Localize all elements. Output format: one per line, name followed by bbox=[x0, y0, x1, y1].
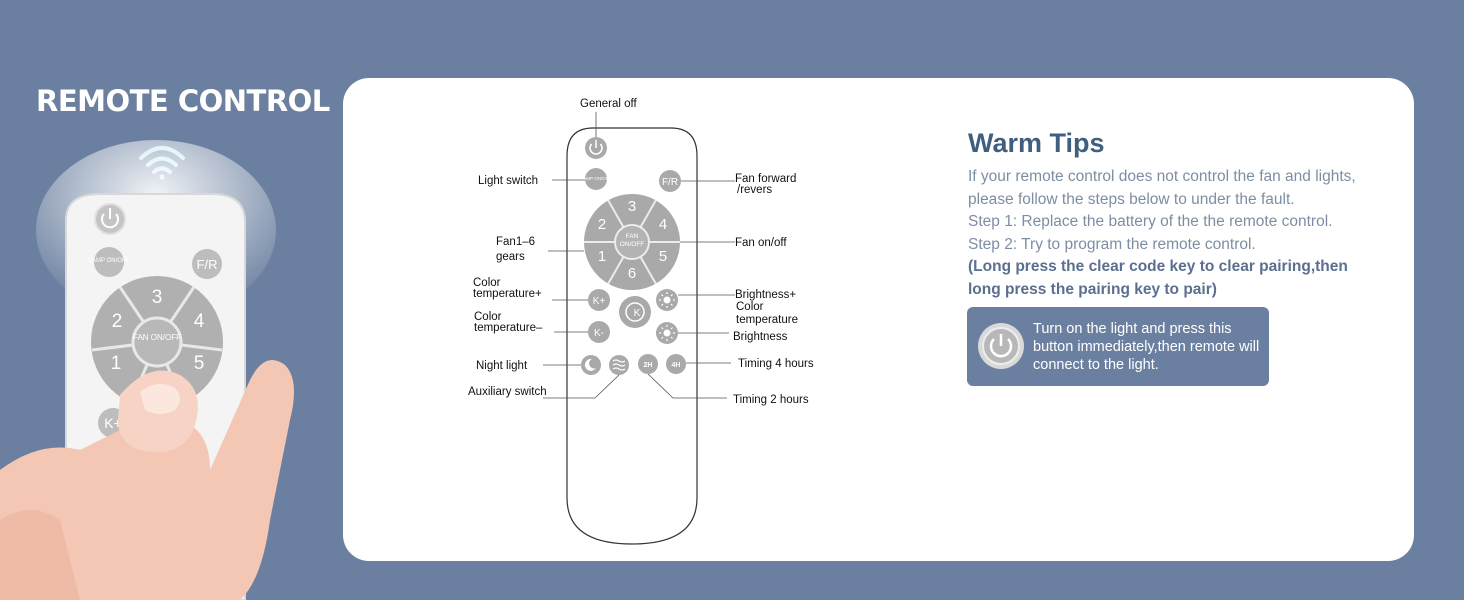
wheel-number: 4 bbox=[194, 311, 205, 332]
label-fan-gears: Fan1–6 bbox=[496, 236, 535, 248]
label-color-temp-plus: Color bbox=[473, 277, 501, 289]
k-minus-button bbox=[588, 321, 610, 343]
k-plus-button bbox=[588, 289, 610, 311]
wheel-number: 2 bbox=[598, 216, 606, 233]
info-card: LAMP ON/OFF F/R FAN ON/OFF 1 2 3 4 bbox=[343, 78, 1414, 561]
label-fan-gears: gears bbox=[496, 251, 525, 263]
lamp-button bbox=[585, 168, 607, 190]
sun-icon bbox=[656, 322, 678, 344]
label-general-off: General off bbox=[580, 98, 637, 110]
product-photo: REMOTE CONTROL LAMP ON/OFF F/R bbox=[0, 0, 345, 600]
k-plus-label: K+ bbox=[104, 415, 122, 431]
fan-center-label: FAN ON/OFF bbox=[133, 333, 181, 342]
wheel-number: 1 bbox=[598, 248, 606, 265]
remote-diagram: LAMP ON/OFF F/R FAN ON/OFF 1 2 3 4 bbox=[468, 98, 814, 545]
tips-line: please follow the steps below to under t… bbox=[968, 190, 1295, 208]
wheel-number: 4 bbox=[659, 216, 667, 233]
wheel-number: 5 bbox=[194, 353, 205, 374]
wheel-number: 5 bbox=[659, 248, 667, 265]
tips-bold-line: long press the pairing key to pair) bbox=[968, 280, 1217, 298]
tips-line: If your remote control does not control … bbox=[968, 168, 1356, 185]
fan-center-button bbox=[131, 316, 183, 368]
label-color-temperature: temperature bbox=[736, 314, 798, 326]
fan-center-button bbox=[614, 224, 650, 260]
lamp-button bbox=[94, 247, 124, 277]
power-icon bbox=[585, 137, 607, 159]
fr-button bbox=[659, 170, 681, 192]
label-color-temp-minus: temperature– bbox=[474, 322, 543, 334]
power-icon bbox=[94, 203, 126, 235]
timer-2h-label: 2H bbox=[644, 362, 653, 369]
wheel-number: 6 bbox=[628, 265, 636, 282]
fr-button-label: F/R bbox=[197, 257, 218, 272]
tip-box-text: Turn on the light and press this button … bbox=[1033, 321, 1260, 373]
timer-2h-button bbox=[638, 354, 658, 374]
label-fan-forward: Fan forward bbox=[735, 173, 796, 185]
label-auxiliary-switch: Auxiliary switch bbox=[468, 386, 547, 398]
fr-button-label: F/R bbox=[662, 177, 678, 188]
page-title: REMOTE CONTROL bbox=[36, 84, 330, 118]
power-icon bbox=[978, 323, 1024, 369]
timer-4h-label: 4H bbox=[672, 362, 681, 369]
remote-photo-illustration: LAMP ON/OFF F/R FAN ON/OFF 1 2 3 4 5 K+ … bbox=[0, 140, 294, 600]
sun-icon bbox=[656, 289, 678, 311]
moon-icon bbox=[581, 355, 601, 375]
wheel-number: 2 bbox=[112, 311, 123, 332]
k-plus-label: K+ bbox=[593, 296, 606, 307]
label-brightness: Brightness bbox=[733, 331, 788, 343]
fan-center-label: ON/OFF bbox=[620, 241, 645, 248]
label-timing-2h: Timing 2 hours bbox=[733, 394, 809, 406]
fr-button bbox=[192, 249, 222, 279]
label-fan-forward: /revers bbox=[737, 184, 772, 196]
wheel-number: 1 bbox=[111, 353, 122, 374]
tips-bold-line: (Long press the clear code key to clear … bbox=[968, 258, 1348, 275]
label-light-switch: Light switch bbox=[478, 175, 538, 187]
tips-line: Step 1: Replace the battery of the the r… bbox=[968, 213, 1333, 230]
label-color-temperature: Color bbox=[736, 301, 764, 313]
cct-ring bbox=[625, 302, 645, 322]
tips-body: If your remote control does not control … bbox=[968, 166, 1408, 301]
lamp-button-label: LAMP ON/OFF bbox=[89, 258, 130, 264]
tips-line: Step 2: Try to program the remote contro… bbox=[968, 235, 1256, 253]
label-fan-onoff: Fan on/off bbox=[735, 237, 787, 249]
hand bbox=[0, 360, 294, 600]
k-minus-label: K- bbox=[594, 328, 604, 339]
tip-box: Turn on the light and press this button … bbox=[967, 307, 1269, 386]
tips-title: Warm Tips bbox=[968, 128, 1105, 158]
leader-lines bbox=[543, 112, 735, 399]
cct-label: K bbox=[634, 308, 641, 319]
wheel-number: 3 bbox=[628, 198, 636, 215]
label-timing-4h: Timing 4 hours bbox=[738, 358, 814, 370]
fan-center-label: FAN bbox=[626, 233, 639, 240]
label-color-temp-plus: temperature+ bbox=[473, 288, 542, 300]
label-brightness-plus: Brightness+ bbox=[735, 289, 796, 301]
wave-icon bbox=[609, 355, 629, 375]
timer-4h-button bbox=[666, 354, 686, 374]
label-color-temp-minus: Color bbox=[474, 311, 502, 323]
wheel-number: 3 bbox=[152, 287, 163, 308]
label-night-light: Night light bbox=[476, 360, 528, 372]
cct-button bbox=[619, 296, 651, 328]
lamp-button-label: LAMP ON/OFF bbox=[581, 176, 612, 181]
